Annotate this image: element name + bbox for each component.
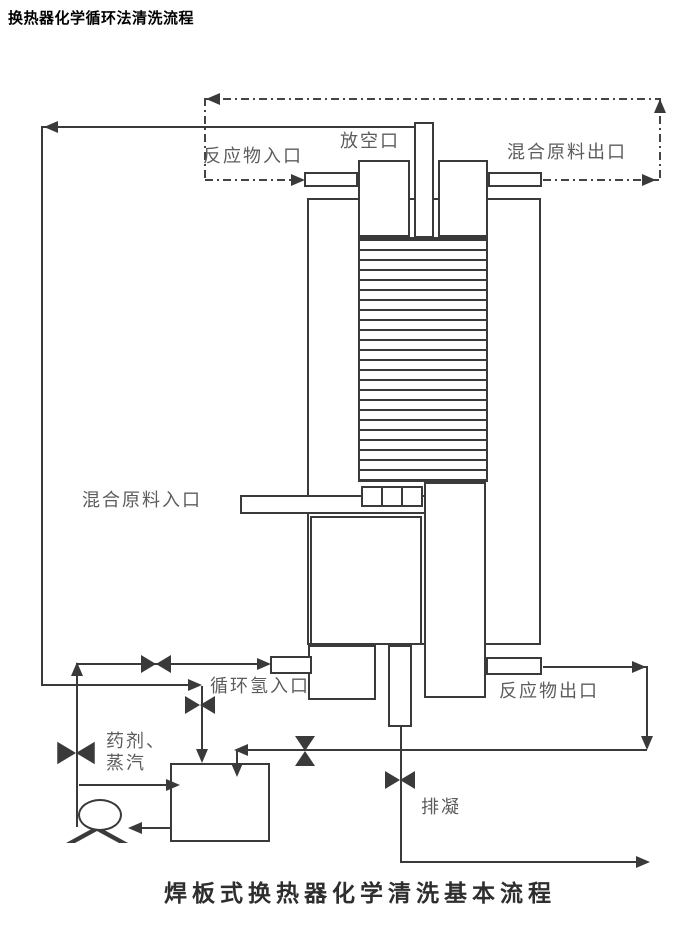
- feed-distributor-blocks: [361, 486, 423, 507]
- return-to-tank-line: [236, 749, 647, 751]
- arrow-up-icon: [71, 662, 83, 676]
- reactant-outlet-nozzle: [486, 657, 542, 675]
- arrow-right-icon: [291, 174, 305, 186]
- drain-line-bottom: [400, 861, 637, 863]
- tank-inlet-line-2: [236, 750, 238, 764]
- arrow-down-icon: [196, 749, 208, 763]
- label-vent-port: 放空口: [340, 131, 400, 151]
- mixed-feed-outlet-nozzle: [488, 172, 542, 187]
- lower-left-chamber: [310, 516, 422, 645]
- distributor-block: [401, 486, 423, 507]
- recirc-loop-top: [205, 98, 661, 100]
- valve-icon-pump-discharge: [57, 741, 95, 765]
- recycle-hydrogen-nozzle: [270, 656, 312, 674]
- label-chemical-agent: 药剂、: [106, 731, 166, 751]
- vent-return-line-left: [41, 126, 43, 686]
- label-condensate-drain: 排凝: [421, 797, 461, 817]
- plate-stack: [358, 237, 488, 482]
- valve-icon-return-line: [295, 736, 315, 766]
- arrow-right-icon: [642, 174, 656, 186]
- recirc-loop-inlet-stub: [205, 179, 293, 181]
- arrow-right-icon: [166, 779, 180, 791]
- recirc-loop-right: [659, 98, 661, 181]
- arrow-left-icon: [206, 93, 220, 105]
- label-recycle-hydrogen-inlet: 循环氢入口: [210, 676, 310, 696]
- valve-icon-drain: [385, 771, 415, 789]
- reactant-outlet-line: [543, 666, 648, 668]
- label-mixed-feed-outlet: 混合原料出口: [507, 142, 627, 162]
- vent-return-line-to-tank: [41, 684, 189, 686]
- bottom-nozzle-pipe: [388, 645, 412, 727]
- top-left-header-box: [358, 160, 410, 237]
- arrow-up-icon: [654, 99, 666, 113]
- arrow-right-icon: [636, 856, 650, 868]
- arrow-left-icon: [128, 822, 142, 834]
- vent-pipe: [414, 122, 434, 238]
- label-reactant-inlet: 反应物入口: [203, 146, 303, 166]
- vent-return-line-top: [42, 126, 416, 128]
- bottom-left-header-box: [308, 645, 376, 700]
- top-right-header-box: [438, 160, 488, 237]
- valve-icon-tank-inlet: [185, 696, 215, 714]
- chemical-tank: [170, 763, 270, 842]
- arrow-down-icon: [231, 763, 243, 777]
- center-column: [424, 482, 486, 698]
- label-steam: 蒸汽: [106, 753, 146, 773]
- tank-inlet-line-1: [201, 686, 203, 749]
- distributor-block: [381, 486, 403, 507]
- label-reactant-outlet: 反应物出口: [499, 681, 599, 701]
- arrow-down-icon: [641, 736, 653, 750]
- distributor-block: [361, 486, 383, 507]
- reactant-inlet-nozzle: [304, 172, 358, 187]
- recirc-loop-outlet-stub: [543, 179, 660, 181]
- arrow-right-icon: [188, 679, 202, 691]
- reactant-outlet-downcomer: [646, 667, 648, 737]
- page-title: 换热器化学循环法清洗流程: [8, 10, 195, 27]
- label-mixed-feed-inlet: 混合原料入口: [82, 490, 202, 510]
- diagram-caption: 焊板式换热器化学清洗基本流程: [164, 881, 556, 906]
- arrow-right-icon: [632, 661, 646, 673]
- chemical-steam-feed-line: [79, 784, 168, 786]
- pump-icon: [78, 799, 122, 831]
- pump-suction-line: [141, 827, 170, 829]
- arrow-right-icon: [257, 658, 271, 670]
- recirc-loop-left: [204, 98, 206, 181]
- drain-line-vertical: [400, 727, 402, 863]
- valve-icon-recycle-hydrogen: [141, 655, 171, 673]
- arrow-left-icon: [234, 744, 248, 756]
- arrow-left-icon: [44, 121, 58, 133]
